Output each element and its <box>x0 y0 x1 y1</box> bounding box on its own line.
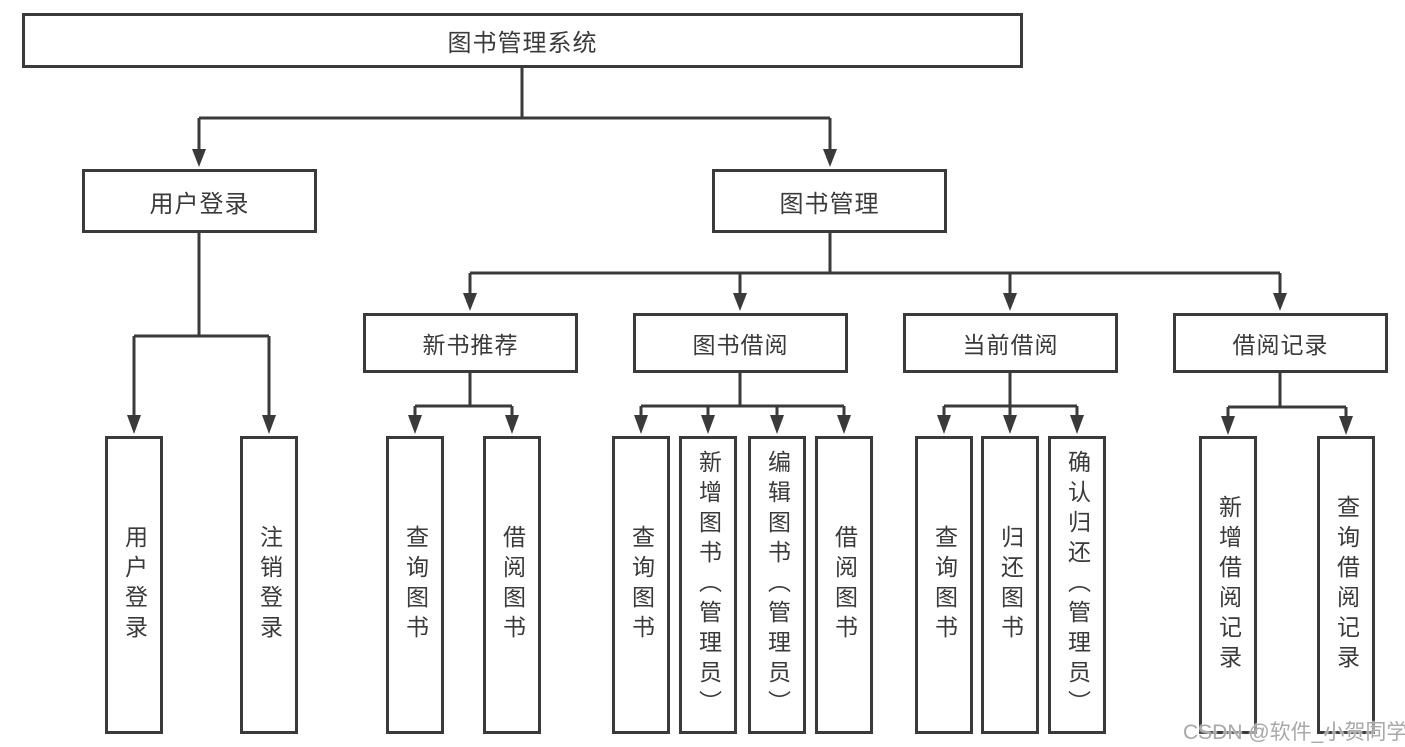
node-borrow-records: 借阅记录 <box>1173 313 1388 373</box>
leaf-query-borrow-record: 查询借阅记录 <box>1317 436 1375 734</box>
node-new-book-recommend: 新书推荐 <box>363 313 578 373</box>
leaf-add-borrow-record: 新增借阅记录 <box>1199 436 1257 734</box>
leaf-borrow-books-recommend-label: 借阅图书 <box>499 525 526 645</box>
node-user-login: 用户登录 <box>82 169 317 233</box>
leaf-query-books-borrow: 查询图书 <box>612 436 670 734</box>
leaf-user-login: 用户登录 <box>105 436 163 734</box>
leaf-edit-books-admin: 编辑图书（管理员） <box>748 436 806 734</box>
leaf-confirm-return-admin-label: 确认归还（管理员） <box>1064 450 1091 720</box>
leaf-borrow-books-recommend: 借阅图书 <box>483 436 541 734</box>
node-book-borrow: 图书借阅 <box>633 313 848 373</box>
leaf-add-books-admin-label: 新增图书（管理员） <box>695 450 722 720</box>
node-root: 图书管理系统 <box>22 13 1023 68</box>
node-book-management: 图书管理 <box>712 169 947 233</box>
leaf-logout-label: 注销登录 <box>256 525 283 645</box>
node-current-borrow: 当前借阅 <box>903 313 1118 373</box>
leaf-query-borrow-record-label: 查询借阅记录 <box>1333 495 1360 675</box>
leaf-borrow-books-label: 借阅图书 <box>831 525 858 645</box>
leaf-edit-books-admin-label: 编辑图书（管理员） <box>764 450 791 720</box>
leaf-query-books-current: 查询图书 <box>915 436 973 734</box>
leaf-query-books-recommend: 查询图书 <box>386 436 444 734</box>
leaf-confirm-return-admin: 确认归还（管理员） <box>1048 436 1106 734</box>
leaf-borrow-books: 借阅图书 <box>815 436 873 734</box>
leaf-query-books-recommend-label: 查询图书 <box>402 525 429 645</box>
node-book-management-label: 图书管理 <box>779 190 880 218</box>
node-book-borrow-label: 图书借阅 <box>692 332 789 358</box>
leaf-query-books-current-label: 查询图书 <box>931 525 958 645</box>
leaf-add-books-admin: 新增图书（管理员） <box>679 436 737 734</box>
leaf-user-login-label: 用户登录 <box>121 525 148 645</box>
node-current-borrow-label: 当前借阅 <box>962 332 1059 358</box>
node-new-book-recommend-label: 新书推荐 <box>422 332 519 358</box>
leaf-logout: 注销登录 <box>240 436 298 734</box>
node-user-login-label: 用户登录 <box>149 190 250 218</box>
leaf-return-books: 归还图书 <box>981 436 1039 734</box>
leaf-query-books-borrow-label: 查询图书 <box>628 525 655 645</box>
csdn-watermark: CSDN @软件_小贺同学 <box>1183 721 1405 744</box>
node-borrow-records-label: 借阅记录 <box>1232 332 1329 358</box>
leaf-return-books-label: 归还图书 <box>997 525 1024 645</box>
node-root-label: 图书管理系统 <box>447 30 598 57</box>
leaf-add-borrow-record-label: 新增借阅记录 <box>1215 495 1242 675</box>
